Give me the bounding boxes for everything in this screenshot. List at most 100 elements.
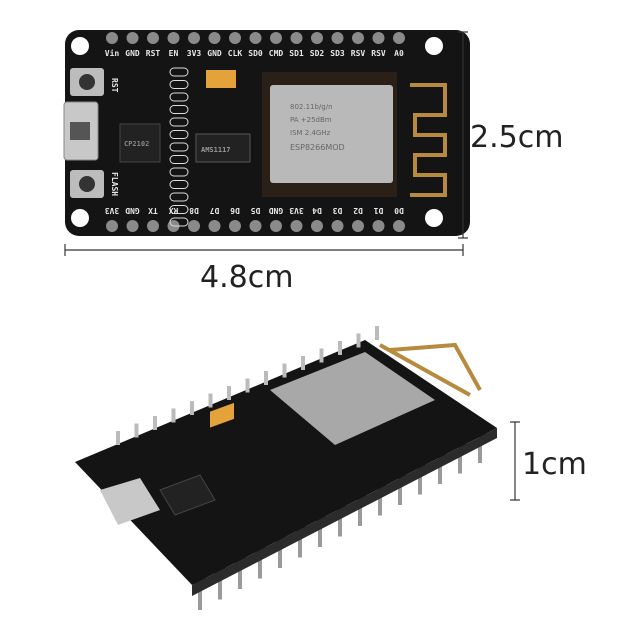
rst-label: RST bbox=[110, 78, 119, 93]
pin-label: EN bbox=[169, 49, 179, 58]
pin-label: 3V3 bbox=[187, 49, 202, 58]
header-pin bbox=[126, 32, 139, 44]
header-pin bbox=[190, 401, 194, 415]
pin-label: A0 bbox=[394, 49, 404, 58]
pin-label: D4 bbox=[312, 206, 322, 215]
header-pin bbox=[290, 32, 303, 44]
flash-button-cap bbox=[79, 176, 95, 192]
pin-label: GND bbox=[207, 49, 222, 58]
header-pin bbox=[375, 326, 379, 340]
pin-label: RST bbox=[146, 49, 161, 58]
board-perspective-view bbox=[75, 326, 497, 610]
header-pin bbox=[229, 220, 241, 232]
pin-label: 3V3 bbox=[289, 206, 304, 215]
header-pin bbox=[106, 32, 118, 44]
capacitor bbox=[206, 70, 236, 88]
flash-label: FLASH bbox=[110, 172, 119, 196]
solder-pad bbox=[169, 117, 189, 127]
length-dimension-label: 4.8cm bbox=[200, 260, 294, 295]
voltage-regulator bbox=[195, 133, 251, 163]
pin-label: SD0 bbox=[248, 49, 263, 58]
header-pin bbox=[372, 32, 385, 44]
pcb-antenna bbox=[379, 342, 482, 397]
mount-hole bbox=[71, 37, 89, 55]
header-pin bbox=[147, 32, 159, 44]
header-pin bbox=[270, 32, 282, 44]
header-pin bbox=[208, 220, 221, 232]
solder-pad bbox=[169, 192, 189, 202]
usb-chip bbox=[119, 123, 161, 163]
header-pin bbox=[282, 363, 287, 378]
module-text: ISM 2.4GHz bbox=[290, 129, 331, 137]
header-pin bbox=[167, 32, 180, 44]
pin-label: GND bbox=[125, 206, 140, 215]
module-text: PA +25dBm bbox=[290, 116, 332, 124]
rst-button-cap bbox=[79, 74, 95, 90]
header-pin bbox=[311, 32, 323, 44]
solder-pad bbox=[169, 205, 189, 214]
pin-label: TX bbox=[148, 206, 158, 215]
pin-label: D6 bbox=[230, 206, 240, 215]
mount-hole bbox=[71, 209, 89, 227]
solder-pad bbox=[169, 105, 189, 114]
header-pin bbox=[393, 32, 405, 44]
pin-label: GND bbox=[269, 206, 284, 215]
pin-label: D5 bbox=[251, 206, 261, 215]
header-pin bbox=[227, 386, 231, 400]
header-pin bbox=[352, 32, 364, 44]
header-pin bbox=[372, 220, 385, 232]
header-pin bbox=[290, 220, 303, 232]
pin-label: RX bbox=[169, 206, 179, 215]
solder-pad bbox=[169, 130, 189, 139]
mount-hole bbox=[425, 209, 443, 227]
pin-label: D2 bbox=[353, 206, 363, 215]
usb-chip bbox=[159, 474, 216, 516]
header-pin bbox=[249, 220, 262, 232]
header-pin bbox=[188, 32, 200, 44]
header-pin bbox=[270, 220, 282, 232]
capacitor bbox=[210, 402, 234, 428]
pcb-edge bbox=[192, 428, 497, 596]
solder-pad bbox=[169, 80, 189, 89]
usb-opening bbox=[70, 122, 90, 140]
header-pin bbox=[208, 393, 213, 408]
header-pin bbox=[106, 220, 118, 232]
solder-pad bbox=[169, 167, 189, 177]
pin-label: 3V3 bbox=[105, 206, 120, 215]
header-pin bbox=[171, 408, 176, 423]
header-pin bbox=[208, 32, 221, 44]
header-pin bbox=[311, 220, 323, 232]
header-pin bbox=[126, 220, 139, 232]
esp-module-shield bbox=[270, 352, 435, 445]
pin-label: SD3 bbox=[330, 49, 345, 58]
module-text: 802.11b/g/n bbox=[290, 103, 333, 111]
pin-label: CLK bbox=[228, 49, 243, 58]
pin-label: D1 bbox=[374, 206, 384, 215]
solder-pad bbox=[169, 67, 189, 77]
header-pin bbox=[338, 341, 342, 355]
header-pin bbox=[301, 356, 305, 370]
header-pin bbox=[134, 423, 139, 438]
mount-hole bbox=[425, 37, 443, 55]
pin-label: RSV bbox=[351, 49, 366, 58]
header-pin bbox=[393, 220, 405, 232]
pin-label: D8 bbox=[189, 206, 199, 215]
pin-label: Vin bbox=[105, 48, 120, 58]
solder-pad bbox=[169, 180, 189, 189]
solder-pad bbox=[169, 142, 189, 152]
module-text: ESP8266MOD bbox=[290, 143, 345, 152]
pin-label: CMD bbox=[269, 49, 284, 58]
header-pin bbox=[331, 220, 344, 232]
solder-pad bbox=[169, 92, 189, 102]
header-pin bbox=[356, 333, 361, 348]
header-pin bbox=[331, 32, 344, 44]
header-pin bbox=[249, 32, 262, 44]
usb-chip-text: CP2102 bbox=[124, 140, 149, 148]
header-pin bbox=[229, 32, 241, 44]
header-pin bbox=[116, 431, 120, 445]
pin-label: RSV bbox=[371, 49, 386, 58]
header-pin bbox=[319, 348, 324, 363]
pin-label: D0 bbox=[394, 206, 404, 215]
header-pin bbox=[264, 371, 268, 385]
